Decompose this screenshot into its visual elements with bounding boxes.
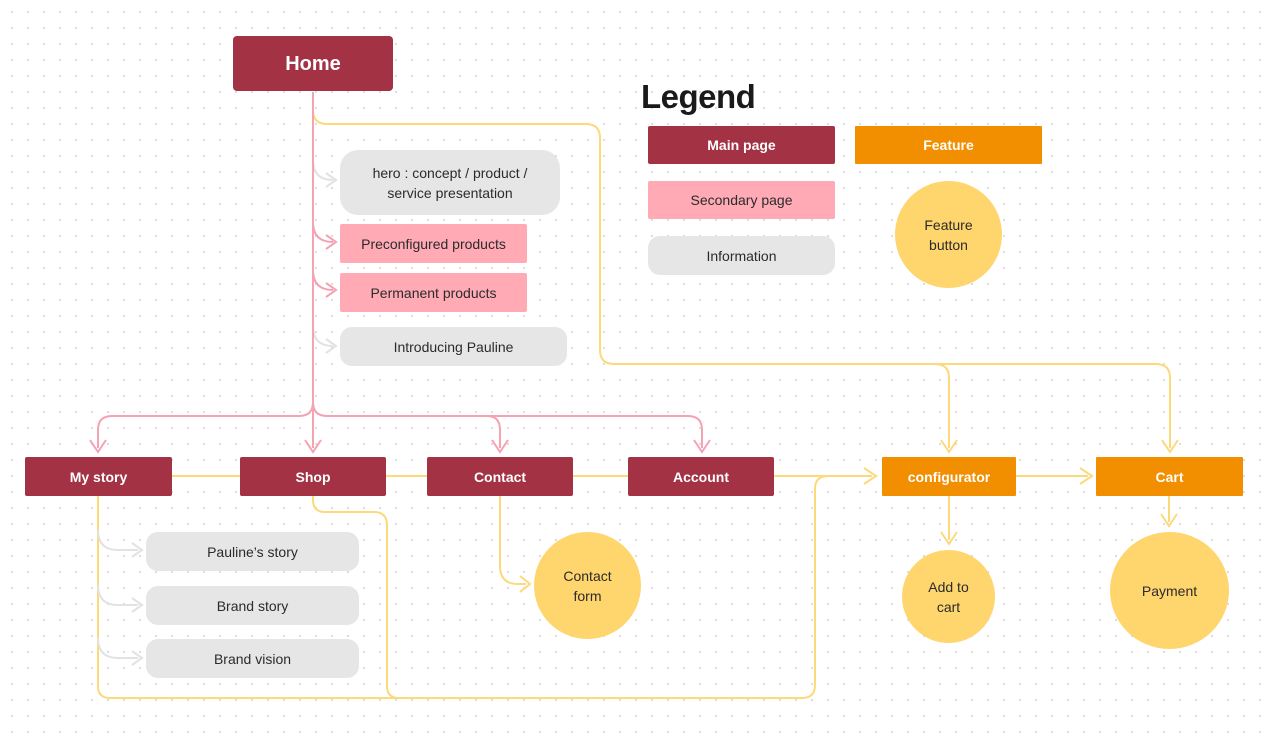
introducing-pauline-node[interactable]: Introducing Pauline: [340, 327, 567, 366]
add-to-cart-button[interactable]: Add to cart: [902, 550, 995, 643]
navigation-links: [89, 92, 711, 454]
contact-node[interactable]: Contact: [427, 457, 573, 496]
legend-main-page[interactable]: Main page: [648, 126, 835, 164]
contact-form-line2: form: [573, 587, 602, 604]
hero-node[interactable]: hero : concept / product / service prese…: [340, 150, 560, 215]
home-node[interactable]: Home: [233, 36, 393, 91]
account-node[interactable]: Account: [628, 457, 774, 496]
payment-button[interactable]: Payment: [1110, 532, 1229, 649]
paulines-story-node[interactable]: Pauline’s story: [146, 532, 359, 571]
shop-node[interactable]: Shop: [240, 457, 386, 496]
brand-story-node[interactable]: Brand story: [146, 586, 359, 625]
cart-node[interactable]: Cart: [1096, 457, 1243, 496]
brand-vision-node[interactable]: Brand vision: [146, 639, 359, 678]
permanent-products-node[interactable]: Permanent products: [340, 273, 527, 312]
feature-links: [97, 92, 1179, 699]
preconfigured-products-node[interactable]: Preconfigured products: [340, 224, 527, 263]
add-to-cart-line2: cart: [936, 598, 961, 615]
configurator-node[interactable]: configurator: [882, 457, 1016, 496]
contact-form-line1: Contact: [563, 567, 612, 584]
my-story-node[interactable]: My story: [25, 457, 172, 496]
hero-line1: hero : concept / product /: [372, 164, 528, 181]
legend-feature[interactable]: Feature: [855, 126, 1042, 164]
legend-title: Legend: [641, 78, 756, 115]
legend-secondary-page[interactable]: Secondary page: [648, 181, 835, 219]
legend-feature-button[interactable]: Feature button: [895, 181, 1002, 288]
legend-feature-button-line2: button: [929, 236, 968, 253]
contact-form-button[interactable]: Contact form: [534, 532, 641, 639]
legend-information[interactable]: Information: [648, 236, 835, 275]
add-to-cart-line1: Add to: [928, 578, 969, 595]
hero-line2: service presentation: [387, 184, 513, 201]
legend-feature-button-line1: Feature: [924, 216, 973, 233]
